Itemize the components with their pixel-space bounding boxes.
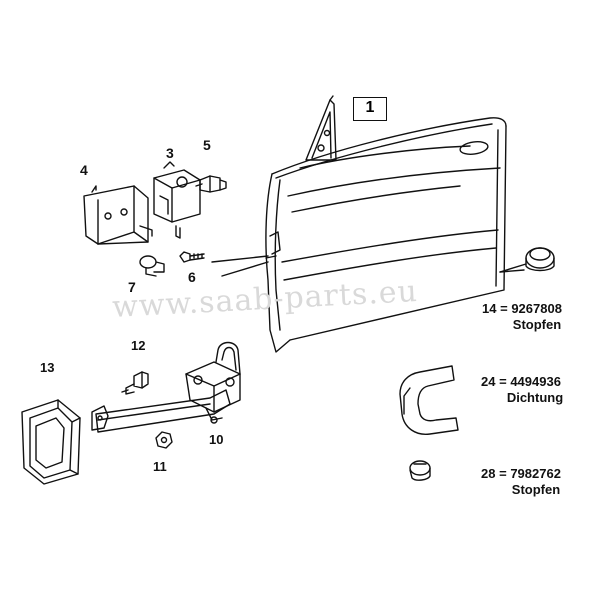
- bolt-part-12: [121, 371, 149, 395]
- door-panel: [211, 95, 507, 353]
- hinge-part-3: [153, 161, 201, 239]
- seal-part-24: [399, 365, 459, 435]
- callout-part-28-name: Stopfen: [511, 482, 561, 498]
- main-part-label: 1: [353, 97, 387, 121]
- bolt-part-5: [195, 175, 227, 193]
- plug-part-7: [139, 255, 165, 277]
- callout-part-14: 14 = 9267808 Stopfen: [462, 301, 582, 334]
- label-part-3: 3: [166, 145, 174, 161]
- callout-part-24-name: Dichtung: [506, 390, 564, 406]
- label-part-7: 7: [128, 279, 136, 295]
- callout-part-28: 28 = 7982762 Stopfen: [460, 466, 582, 499]
- stopper-part-14: [499, 247, 555, 273]
- callout-part-14-number: 14 = 9267808: [482, 301, 562, 316]
- stopper-part-28: [409, 460, 431, 481]
- door-check-part-10: [91, 341, 241, 433]
- label-part-13: 13: [40, 360, 55, 375]
- label-part-10: 10: [209, 432, 224, 447]
- label-part-5: 5: [203, 137, 211, 153]
- screw-part-6: [179, 251, 205, 263]
- label-part-6: 6: [188, 269, 196, 285]
- callout-part-28-number: 28 = 7982762: [481, 466, 561, 481]
- label-part-11: 11: [153, 459, 167, 474]
- nut-part-11: [155, 431, 173, 449]
- callout-part-14-name: Stopfen: [512, 317, 562, 333]
- hinge-plate-part-4: [83, 185, 153, 245]
- rubber-boot-part-13: [21, 399, 81, 485]
- callout-part-24-number: 24 = 4494936: [481, 374, 561, 389]
- callout-part-24: 24 = 4494936 Dichtung: [458, 374, 584, 407]
- label-part-4: 4: [80, 162, 88, 178]
- label-part-12: 12: [131, 338, 146, 353]
